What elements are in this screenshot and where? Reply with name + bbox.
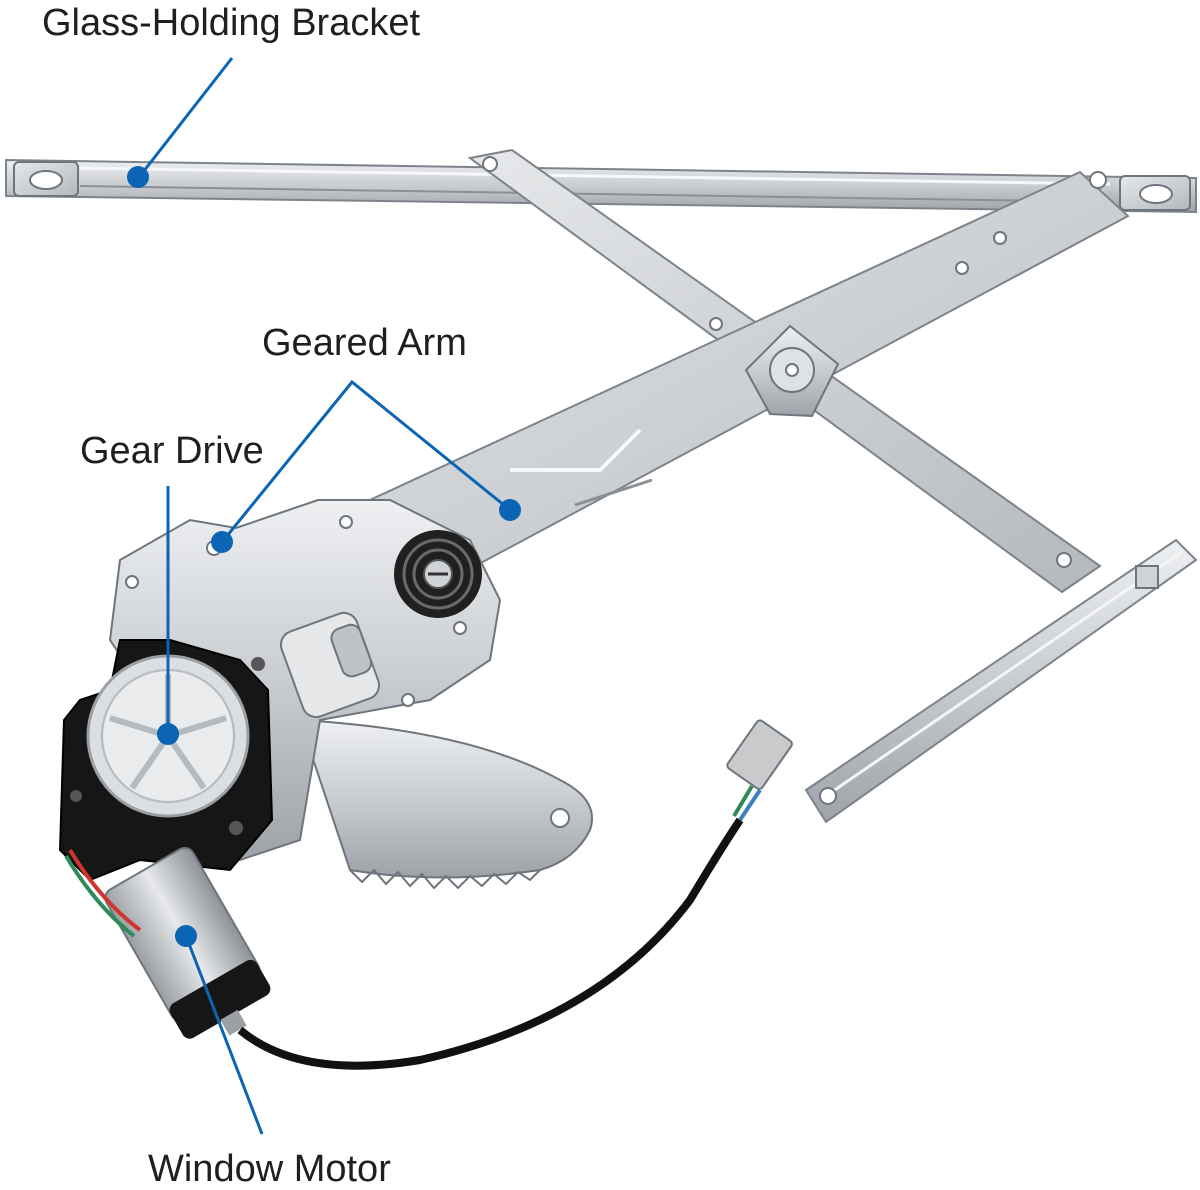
label-window-motor: Window Motor <box>148 1148 391 1190</box>
label-geared-arm: Geared Arm <box>262 322 467 364</box>
label-gear-drive: Gear Drive <box>80 430 264 472</box>
callout-markers <box>127 166 521 947</box>
coil-spring <box>394 530 482 618</box>
callout-line-geared-arm <box>220 379 511 543</box>
wire-harness <box>64 719 793 1070</box>
callout-marker-gear-drive <box>157 723 179 745</box>
sector-gear <box>298 718 593 890</box>
lower-slide-channel <box>804 538 1198 824</box>
callout-marker-geared-arm-right <box>499 499 521 521</box>
connector-plug <box>726 719 793 790</box>
callout-line-window-motor <box>184 935 264 1135</box>
callout-lines <box>138 57 511 1135</box>
callout-marker-window-motor <box>175 925 197 947</box>
glass-holding-bracket <box>5 158 1197 214</box>
motor-gearbox-housing <box>58 639 274 882</box>
label-glass-holding-bracket: Glass-Holding Bracket <box>42 2 421 44</box>
callout-line-bracket <box>138 57 234 177</box>
callout-marker-geared-arm-left <box>211 531 233 553</box>
callout-marker-bracket <box>127 166 149 188</box>
pivot-plate <box>744 324 840 418</box>
